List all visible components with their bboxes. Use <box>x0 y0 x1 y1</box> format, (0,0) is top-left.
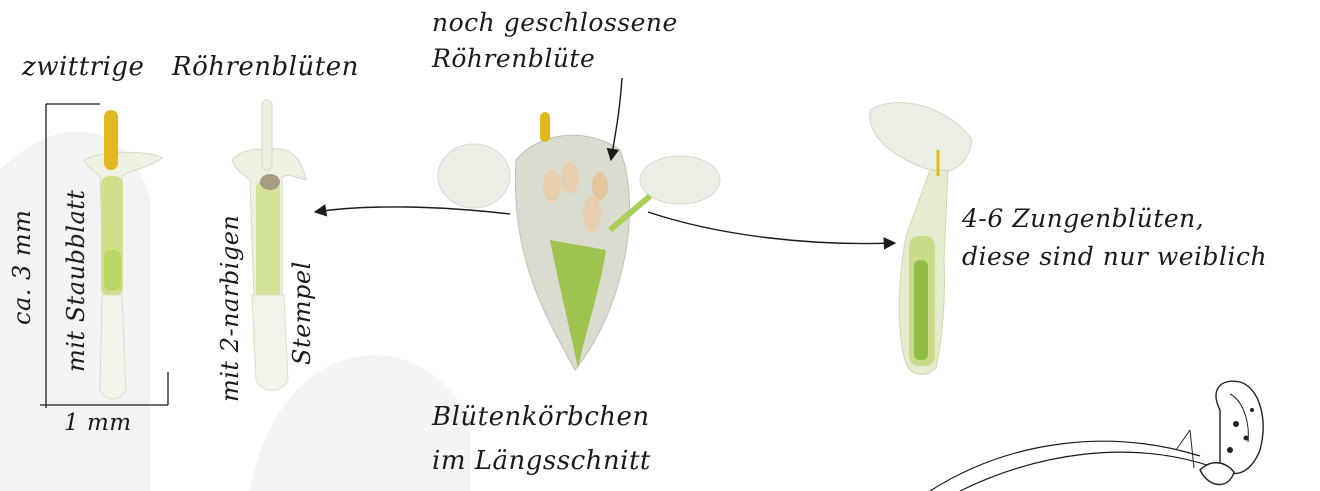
closed-floret-label-line1: noch geschlossene <box>432 8 678 37</box>
capitulum-label-line2: im Längsschnitt <box>432 446 651 476</box>
tubular-title-b: Röhrenblüten <box>172 52 359 82</box>
tubular-title-a: zwittrige <box>22 52 144 82</box>
ray-label-line1: 4-6 Zungenblüten, <box>962 204 1204 233</box>
pistil-label-b: Stempel <box>288 261 316 365</box>
closed-floret-label-line2: Röhrenblüte <box>432 44 595 73</box>
pistil-label-a: mit 2-narbigen <box>216 215 244 402</box>
height-scale-label: ca. 3 mm <box>8 210 36 325</box>
ray-label-line2: diese sind nur weiblich <box>962 242 1267 271</box>
width-scale-label: 1 mm <box>64 410 132 436</box>
stamen-label: mit Staubblatt <box>62 189 90 372</box>
capitulum-label-line1: Blütenkörbchen <box>432 402 650 432</box>
